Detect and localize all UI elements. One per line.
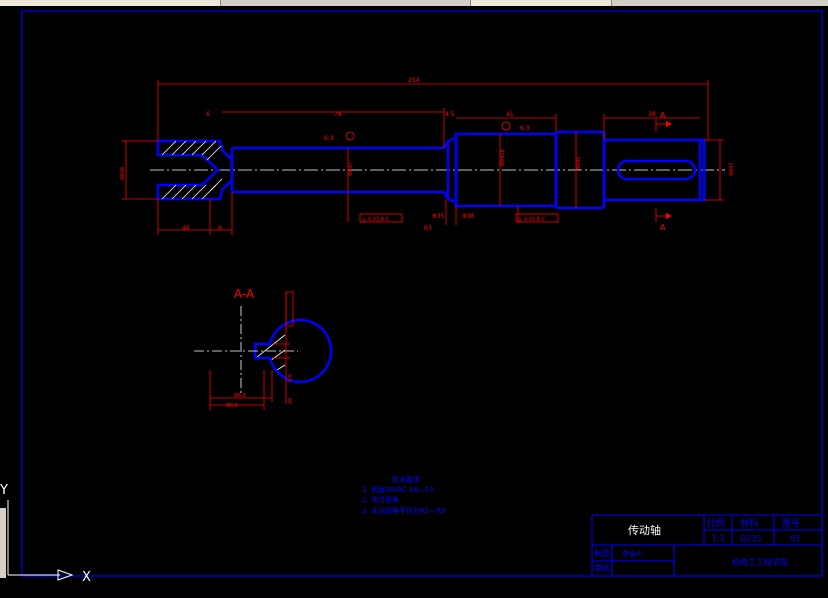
sect-dim-bottom: 20 (288, 398, 294, 404)
note-3: 3. 未注圆角半径为R2—R3 (362, 506, 446, 515)
sect-dim-1: Φ8.8 (234, 393, 246, 399)
section-label: A-A (234, 287, 255, 301)
dim-d3: Φ8418 (500, 149, 506, 166)
dim-38b: Φ38 (462, 213, 475, 220)
section-view: A-A Φ8.8 Φ8. (194, 287, 333, 410)
toolbar-strip (0, 0, 828, 6)
dim-41: 41 (506, 111, 514, 118)
notes-title: 技术要求 (392, 475, 420, 484)
checked-label: 审核 (594, 563, 610, 573)
r-label: R3 (424, 225, 432, 232)
title-block: 传动轴 比例 材料 图号 1:1 Q235 03 制图 李金川 审核 机电工工程… (591, 514, 823, 577)
dim-d4: Φ845 (576, 157, 582, 170)
toolbar-tab[interactable] (0, 0, 221, 6)
technical-notes: 技术要求 1. 表面淬HRC 48—53 2. 未注倒角 3. 未注圆角半径为R… (362, 475, 446, 515)
dim-d5: Φ847 (729, 163, 735, 176)
dimension-lines (122, 80, 724, 235)
part-name: 传动轴 (628, 523, 661, 537)
dim-fork-dia: Φ846 (120, 167, 126, 180)
dim-38: 38 (648, 111, 656, 118)
section-mark-top: A (660, 111, 666, 120)
dim-fork-width: 46 (182, 225, 190, 232)
toolbar-tab-2[interactable] (470, 0, 612, 6)
sect-dim-side: 0.5 (288, 374, 294, 382)
dim-overall: 254 (408, 77, 420, 84)
section-mark-bottom: A (660, 223, 666, 232)
dim-fork-3: 8 (218, 225, 222, 232)
company: 机电工工程学院 (732, 557, 788, 567)
sect-dim-2: Φ8.8 (226, 403, 238, 409)
dim-d1: Φ847 (348, 163, 354, 176)
scale-label: 比例 (707, 517, 725, 529)
dim-left-small: 6 (206, 111, 210, 118)
dim-groove: 4.5 (445, 111, 455, 118)
scrollbar[interactable] (0, 508, 6, 578)
material-value: Q235 (740, 534, 762, 543)
dim-035: Φ35 (432, 213, 445, 220)
tol-1: ◎ 0.03 B-C (362, 217, 390, 223)
dim-mid: 78 (334, 111, 342, 118)
shaft-outline (230, 130, 706, 210)
drawing-no-value: 03 (790, 534, 800, 543)
ucs-y-label: Y (0, 483, 8, 498)
roughness-1: 6.3 (324, 135, 334, 142)
note-2: 2. 未注倒角 (362, 495, 399, 504)
shaft-main-view: 254 6 78 4.5 41 38 46 8 R3 Φ35 Φ38 ◎ 0.0… (120, 77, 735, 235)
fork-end (156, 139, 234, 201)
roughness-2: 6.3 (520, 125, 530, 132)
ucs-x-label: X (82, 570, 91, 585)
ucs-icon: Y X (0, 483, 91, 585)
note-1: 1. 表面淬HRC 48—53 (362, 485, 434, 494)
material-label: 材料 (740, 517, 758, 529)
tol-2: ◎ 0.03 B-C (518, 217, 546, 223)
drawn-label: 制图 (594, 548, 610, 558)
drawn-by: 李金川 (622, 549, 643, 558)
scale-value: 1:1 (712, 534, 725, 543)
drawing-frame (21, 10, 823, 577)
drawing-no-label: 图号 (782, 518, 800, 529)
